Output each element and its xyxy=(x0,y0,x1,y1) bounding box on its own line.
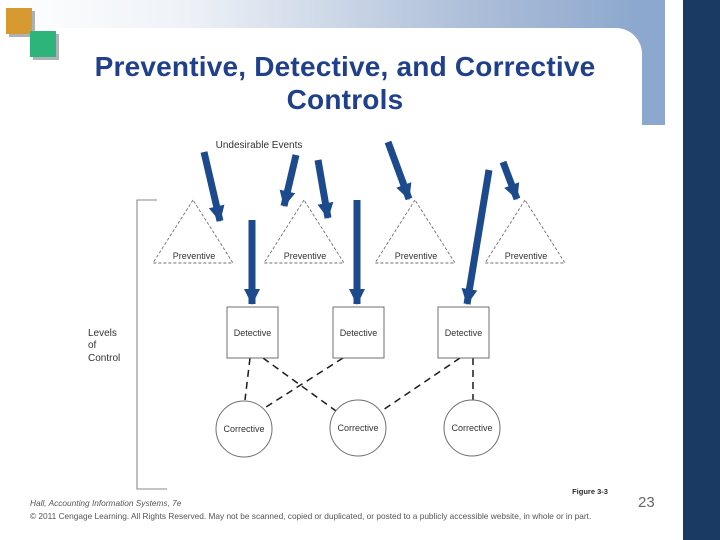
accent-square-green xyxy=(30,31,56,57)
preventive-label-4: Preventive xyxy=(505,251,548,261)
detective-label-1: Detective xyxy=(234,328,272,338)
event-arrow-5 xyxy=(461,169,493,305)
top-gradient-band xyxy=(0,0,665,28)
slide-title-line-2: Controls xyxy=(286,84,404,115)
detective-box-2 xyxy=(332,306,385,359)
preventive-label-1: Preventive xyxy=(173,251,216,261)
detective-corrective-connector-4 xyxy=(382,357,461,411)
footer-line-2: © 2011 Cengage Learning. All Rights Rese… xyxy=(30,510,592,521)
event-arrow-1 xyxy=(200,151,225,222)
slide-title: Preventive, Detective, and Corrective Co… xyxy=(15,50,675,116)
footer-citation: Hall, Accounting Information Systems, 7e… xyxy=(30,497,680,522)
preventive-triangle-3 xyxy=(374,199,456,264)
detective-corrective-connector-1 xyxy=(244,357,251,401)
detective-corrective-connector-3 xyxy=(265,357,344,408)
detective-corrective-connector-2 xyxy=(262,357,337,412)
preventive-label-2: Preventive xyxy=(284,251,327,261)
preventive-triangle-1 xyxy=(152,199,234,264)
detective-box-1 xyxy=(226,306,279,359)
corrective-circle-2 xyxy=(329,399,387,457)
event-arrow-3 xyxy=(314,159,334,219)
figure-caption: Figure 3-3 xyxy=(572,487,608,496)
corrective-label-3: Corrective xyxy=(451,423,492,433)
right-navy-bar xyxy=(683,0,720,540)
corrective-circle-3 xyxy=(443,399,501,457)
levels-of-control-label-line-2: of xyxy=(88,340,97,351)
detective-box-3 xyxy=(437,306,490,359)
event-arrow-6 xyxy=(499,160,521,201)
preventive-triangle-4 xyxy=(484,199,566,264)
page-number: 23 xyxy=(638,494,655,511)
event-arrow-2 xyxy=(279,154,300,207)
footer-line-1: Hall, Accounting Information Systems, 7e xyxy=(30,498,182,508)
detective-label-3: Detective xyxy=(445,328,483,338)
levels-of-control-label-line-1: Levels xyxy=(88,328,117,339)
preventive-triangle-2 xyxy=(263,199,345,264)
corrective-label-1: Corrective xyxy=(223,424,264,434)
accent-square-orange xyxy=(6,8,32,34)
preventive-label-3: Preventive xyxy=(395,251,438,261)
slide-title-line-1: Preventive, Detective, and Corrective xyxy=(94,51,596,82)
right-accent-tab xyxy=(642,0,665,125)
corrective-label-2: Corrective xyxy=(337,423,378,433)
levels-bracket xyxy=(136,199,167,490)
detective-label-2: Detective xyxy=(340,328,378,338)
corrective-circle-1 xyxy=(215,400,273,458)
levels-of-control-label-line-3: Control xyxy=(88,353,120,364)
undesirable-events-label: Undesirable Events xyxy=(216,140,303,151)
event-arrow-4 xyxy=(384,140,413,201)
